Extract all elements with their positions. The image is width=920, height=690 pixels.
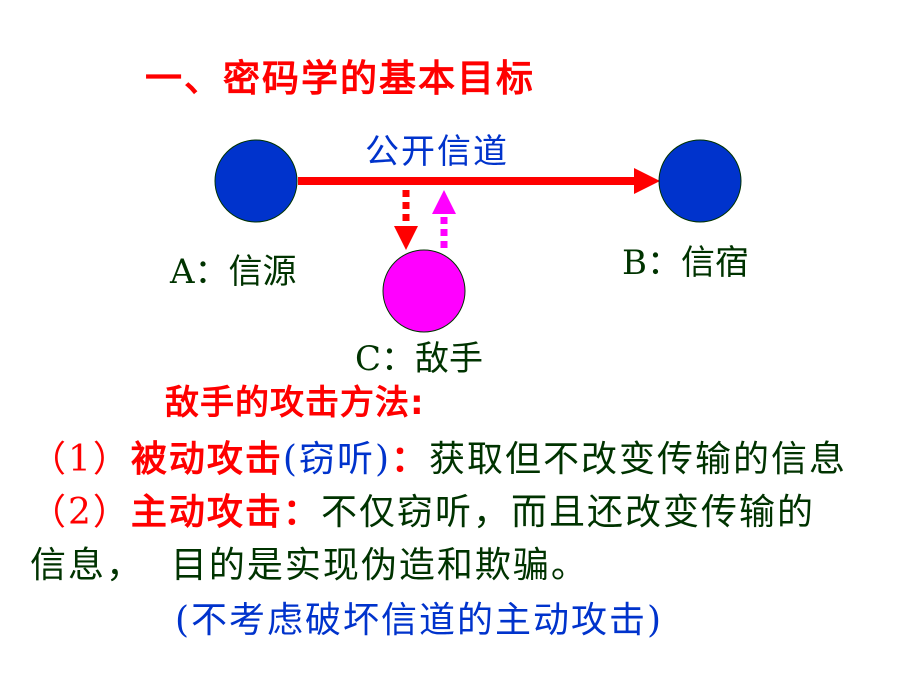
node-b-label: B：信宿 — [622, 243, 749, 283]
passive-attack-term: 被动攻击 — [130, 439, 283, 480]
node-b-circle — [658, 139, 742, 223]
method-active: （2）主动攻击：不仅窃听，而且还改变传输的 — [30, 494, 815, 531]
channel-label: 公开信道 — [365, 132, 509, 172]
slide-title: 一、密码学的基本目标 — [145, 57, 535, 100]
active-attack-term: 主动攻击 — [130, 492, 283, 533]
inject-up-arrowhead — [432, 190, 456, 214]
colon: ： — [282, 491, 321, 533]
footnote: (不考虑破坏信道的主动攻击) — [175, 600, 664, 641]
methods-heading: 敌手的攻击方法: — [165, 383, 425, 423]
item-number: （2） — [30, 492, 131, 533]
eavesdrop-down-arrowhead — [394, 226, 418, 250]
public-channel-arrowhead — [634, 168, 660, 194]
node-a-label: A：信源 — [170, 252, 297, 292]
active-attack-desc: 不仅窃听，而且还改变传输的 — [320, 492, 815, 533]
colon: ： — [391, 438, 430, 480]
passive-attack-note: (窃听) — [282, 439, 392, 480]
node-a-circle — [214, 139, 298, 223]
item-number: （1） — [30, 439, 131, 480]
passive-attack-desc: 获取但不改变传输的信息 — [429, 439, 848, 480]
method-passive: （1）被动攻击(窃听)：获取但不改变传输的信息 — [30, 441, 847, 478]
active-attack-desc-continued: 信息， 目的是实现伪造和欺骗。 — [30, 545, 589, 586]
node-c-label: C：敌手 — [355, 339, 484, 379]
node-c-circle — [382, 249, 466, 333]
